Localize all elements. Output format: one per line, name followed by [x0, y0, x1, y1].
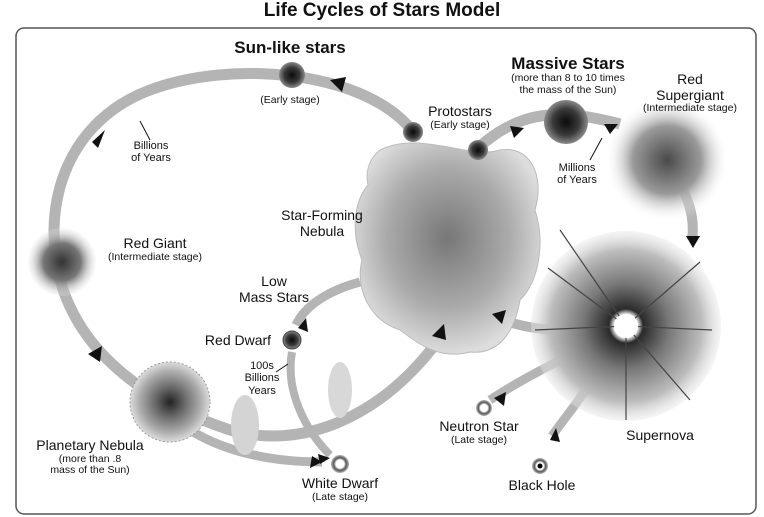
planetary-sub2: mass of the Sun) [50, 464, 130, 477]
nebula-line1: Star-Forming [281, 207, 363, 223]
massive-sub1: (more than 8 to 10 times [511, 72, 625, 85]
label-massive-stars: Massive Stars (more than 8 to 10 times t… [488, 54, 648, 97]
hundreds-line2: Billions [244, 372, 280, 385]
nebula-line2: Nebula [299, 222, 345, 239]
hundreds-billions-pointer [275, 363, 289, 373]
arrowhead [92, 130, 105, 148]
protostar [403, 122, 423, 142]
millions-line2: of Years [557, 174, 597, 187]
black-hole-center [537, 463, 543, 469]
red-dwarf [282, 330, 302, 350]
arrowhead [686, 236, 700, 248]
red-giant [28, 228, 96, 296]
sun-like-sub: (Early stage) [260, 94, 320, 106]
gas-cloud [328, 362, 352, 418]
supernova-title: Supernova [626, 427, 694, 443]
arrowhead [432, 324, 446, 340]
planetary-to-white-dwarf-path [187, 426, 323, 467]
white-dwarf-title: White Dwarf [301, 475, 379, 491]
neutron-title: Neutron Star [439, 418, 519, 434]
label-sun-like-stars: Sun-like stars [220, 38, 360, 57]
arrowhead [298, 318, 308, 332]
star-forming-nebula [354, 142, 541, 355]
supernova-core [614, 314, 638, 338]
label-black-hole: Black Hole [494, 477, 590, 494]
massive-title: Massive Stars [511, 54, 625, 73]
massive-path [474, 109, 622, 153]
label-red-dwarf: Red Dwarf [196, 332, 280, 349]
massive-star [544, 100, 588, 144]
billions-pointer [139, 120, 151, 141]
supergiant-sub: (Intermediate stage) [643, 102, 737, 115]
label-supernova: Supernova [610, 427, 710, 444]
label-red-giant: Red Giant (Intermediate stage) [94, 235, 216, 263]
red-dwarf-title: Red Dwarf [204, 332, 272, 348]
billions-line1: Billions [133, 140, 169, 152]
massive-sub2: the mass of the Sun) [519, 83, 617, 96]
arrowhead [88, 346, 102, 362]
label-neutron-star: Neutron Star (Late stage) [424, 418, 534, 446]
billions-line2: of Years [131, 152, 171, 165]
arrowhead [604, 124, 618, 134]
label-red-supergiant: Red Supergiant (Intermediate stage) [622, 71, 758, 115]
diagram-title: Life Cycles of Stars Model [263, 0, 501, 21]
label-planetary-nebula: Planetary Nebula (more than .8 mass of t… [20, 437, 160, 477]
label-low-mass-stars: Low Mass Stars [224, 273, 324, 305]
red-giant-sub: (Intermediate stage) [108, 250, 202, 263]
label-star-forming-nebula: Star-Forming Nebula [262, 207, 382, 239]
protostars-title: Protostars [428, 103, 492, 119]
arrowheads [88, 77, 700, 468]
arrowhead [492, 310, 506, 324]
neutron-star [476, 400, 492, 416]
white-dwarf [331, 455, 349, 473]
neutron-sub: (Late stage) [450, 433, 508, 446]
planetary-title: Planetary Nebula [36, 437, 144, 453]
label-white-dwarf: White Dwarf (Late stage) [290, 475, 390, 503]
black-hole-title: Black Hole [508, 477, 576, 493]
hundreds-line3: Years [248, 384, 276, 397]
millions-pointer [589, 137, 603, 161]
red-giant-title: Red Giant [123, 235, 187, 251]
label-hundreds-billions: 100s Billions Years [232, 360, 292, 397]
label-millions: Millions of Years [544, 162, 610, 187]
arrowhead [510, 126, 524, 138]
diagram-frame [15, 27, 757, 515]
label-sun-like-stage: (Early stage) [240, 94, 340, 107]
millions-line1: Millions [558, 162, 596, 174]
red-supergiant [605, 98, 729, 222]
supergiant-line2: Supergiant [656, 86, 724, 103]
sun-like-title: Sun-like stars [234, 38, 346, 57]
arrowhead [310, 456, 322, 468]
gas-cloud [231, 395, 259, 455]
protostars-sub: (Early stage) [430, 118, 490, 131]
low-mass-line1: Low [261, 273, 287, 289]
supernova-rays [534, 229, 713, 420]
arrowhead [550, 428, 560, 442]
hundreds-line1: 100s [250, 360, 274, 372]
arrowhead [330, 77, 346, 92]
planetary-nebula [129, 361, 211, 443]
label-billions: Billions of Years [118, 140, 184, 165]
low-mass-path [291, 277, 362, 328]
planetary-sub1: (more than .8 [58, 452, 122, 465]
label-protostars: Protostars (Early stage) [415, 103, 505, 131]
red-dwarf-to-white-dwarf-path [286, 351, 333, 458]
arrowhead [494, 392, 506, 406]
sun-like-star [279, 62, 305, 88]
supergiant-line1: Red [677, 71, 703, 87]
protostar [468, 140, 488, 160]
white-dwarf-sub: (Late stage) [311, 490, 369, 503]
low-mass-line2: Mass Stars [238, 288, 309, 305]
